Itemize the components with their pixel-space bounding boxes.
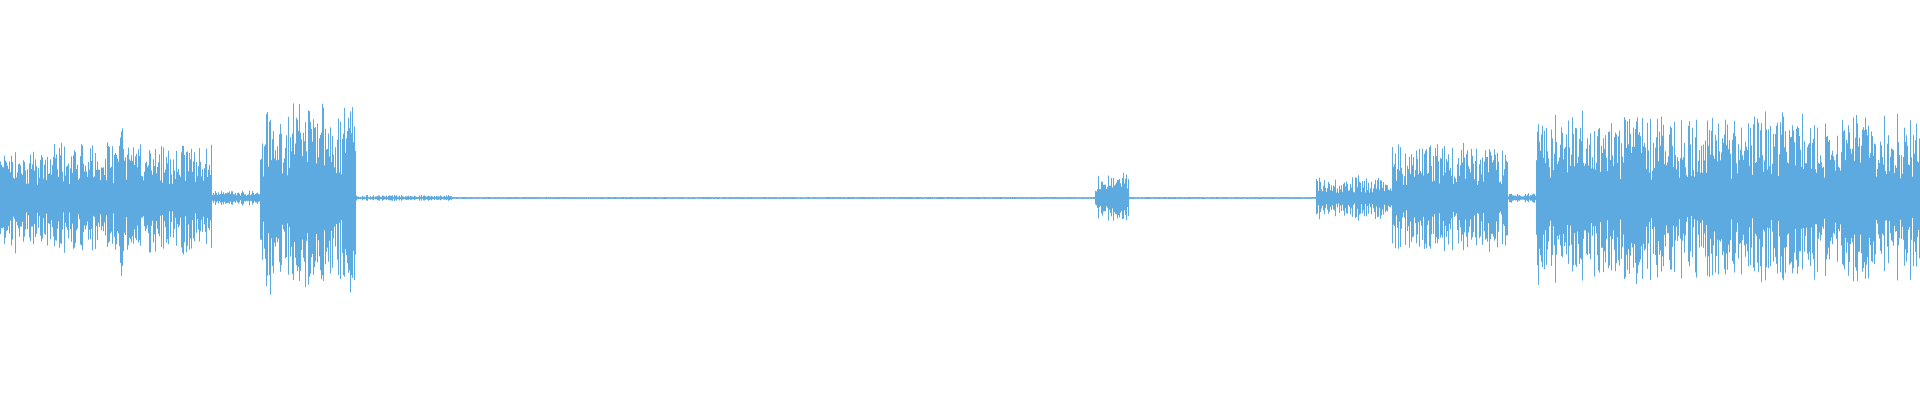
waveform-samples xyxy=(0,103,1920,295)
